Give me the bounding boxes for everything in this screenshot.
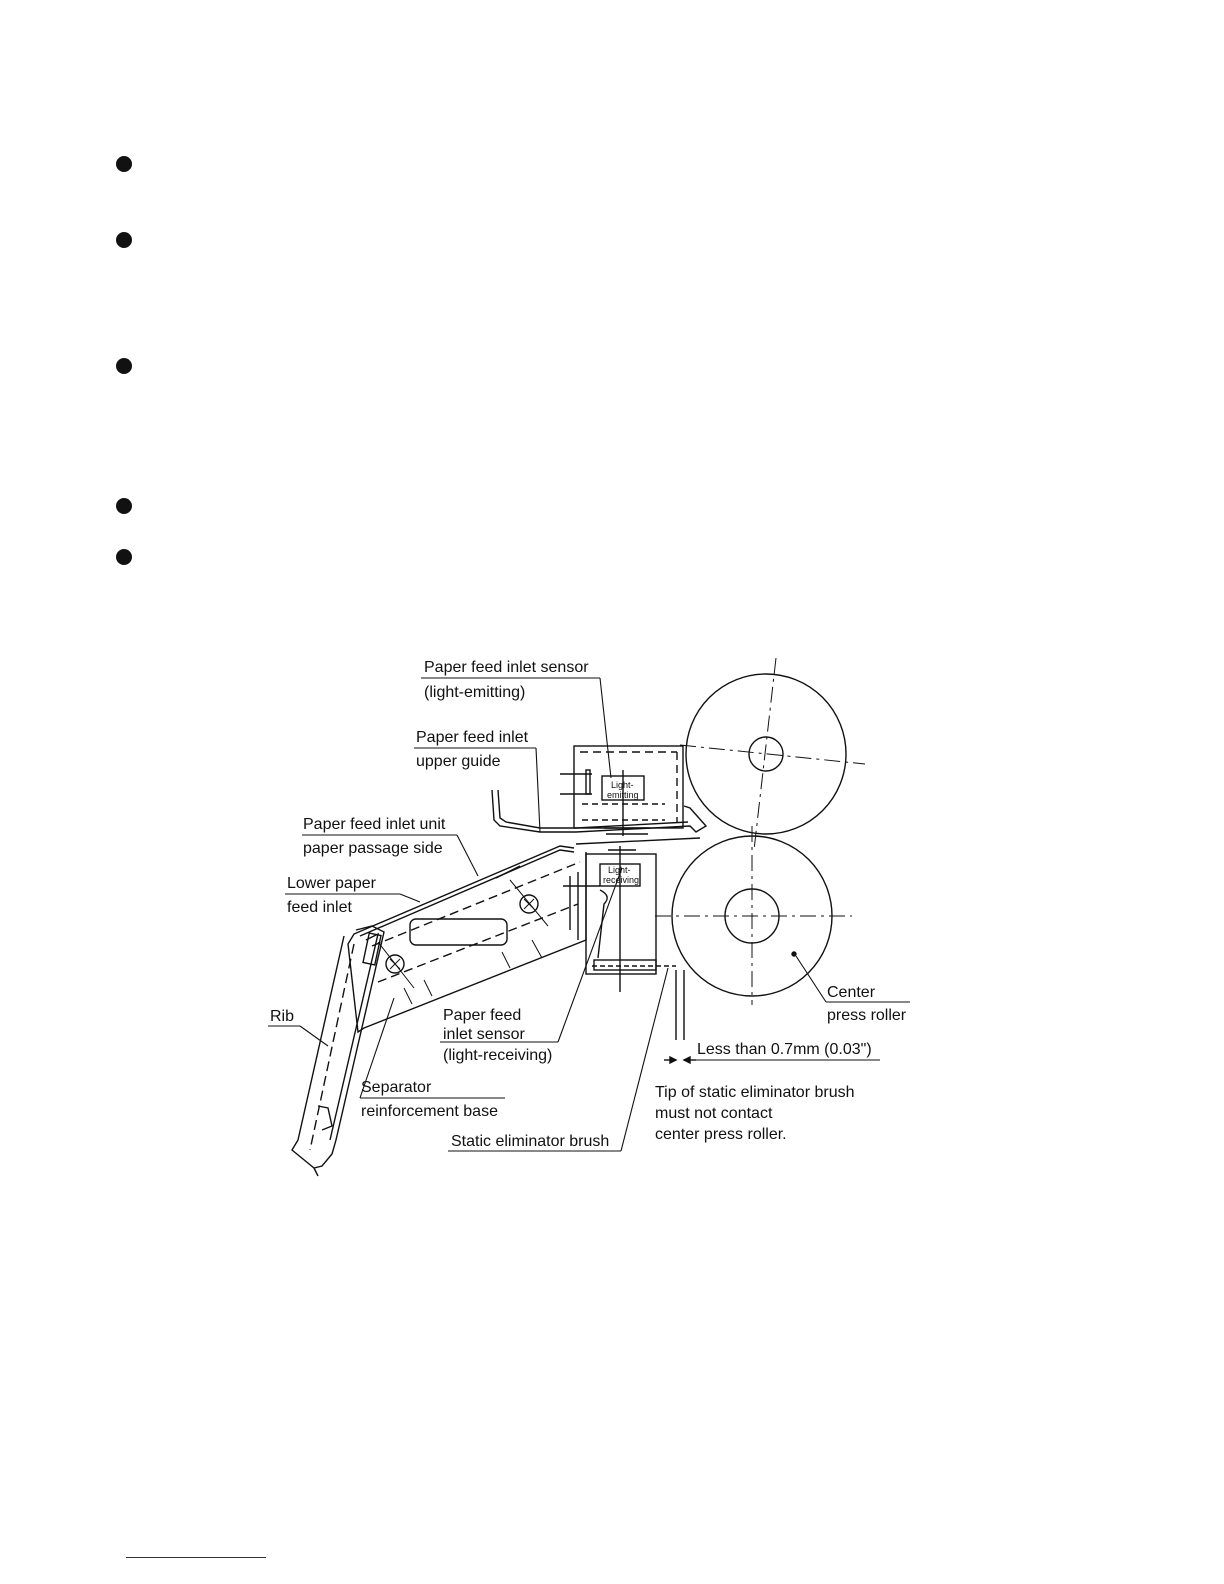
label-paper-feed-inlet-unit: Paper feed inlet unit [303, 816, 446, 833]
label-light-2: Light- [608, 865, 631, 875]
bullet-marker-4 [116, 498, 132, 514]
upper-roller [679, 657, 866, 851]
label-press-roller: press roller [827, 1007, 907, 1024]
bullet-marker-5 [116, 549, 132, 565]
diagram-labels: Paper feed inlet sensor (light-emitting)… [270, 659, 907, 1150]
upper-guide-plate [491, 789, 708, 845]
label-tip-line-3: center press roller. [655, 1126, 787, 1143]
label-upper-guide: upper guide [416, 753, 501, 770]
label-emitting-1: emitting [607, 790, 639, 800]
label-paper-feed: Paper feed [443, 1007, 521, 1024]
separator-rib [291, 925, 385, 1177]
lower-feed-inlet-plate [347, 845, 587, 1034]
bullet-marker-1 [116, 156, 132, 172]
label-lower-paper: Lower paper [287, 875, 377, 892]
label-rib: Rib [270, 1008, 294, 1025]
label-light-1: Light- [611, 780, 634, 790]
bullet-marker-2 [116, 232, 132, 248]
label-tip-line-1: Tip of static eliminator brush [655, 1084, 854, 1101]
label-tip-line-2: must not contact [655, 1105, 773, 1122]
label-less-than-gap: Less than 0.7mm (0.03") [697, 1041, 872, 1058]
footer-rule [126, 1557, 266, 1558]
label-light-emitting: (light-emitting) [424, 684, 525, 701]
label-feed-inlet: feed inlet [287, 899, 352, 916]
static-eliminator-brush [664, 970, 696, 1065]
label-light-receiving: (light-receiving) [443, 1047, 552, 1064]
label-paper-passage-side: paper passage side [303, 840, 443, 857]
label-inlet-sensor: inlet sensor [443, 1026, 525, 1043]
bullet-marker-3 [116, 358, 132, 374]
label-receiving-2: receiving [603, 875, 639, 885]
label-center: Center [827, 984, 876, 1001]
leader-lines [268, 677, 910, 1152]
center-press-roller [655, 826, 852, 1005]
label-separator: Separator [361, 1079, 432, 1096]
label-reinforcement-base: reinforcement base [361, 1103, 498, 1120]
label-static-eliminator-brush: Static eliminator brush [451, 1133, 609, 1150]
label-paper-feed-inlet-sensor: Paper feed inlet sensor [424, 659, 589, 676]
label-paper-feed-inlet: Paper feed inlet [416, 729, 529, 746]
